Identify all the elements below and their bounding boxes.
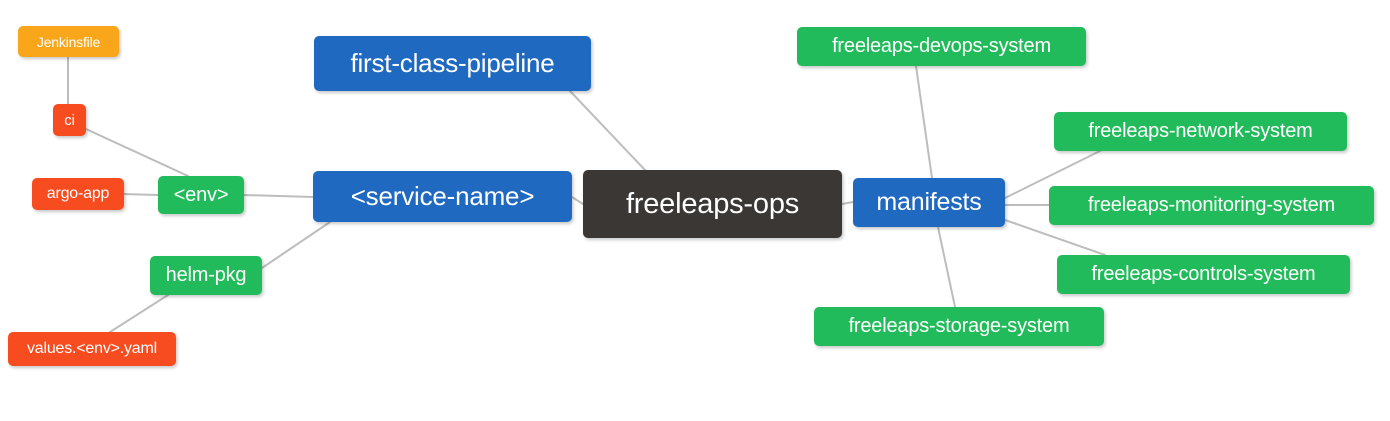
node-label-manifests: manifests <box>876 188 982 216</box>
node-label-network: freeleaps-network-system <box>1088 120 1313 142</box>
node-label-argo: argo-app <box>46 185 110 202</box>
node-ci[interactable]: ci <box>53 104 86 136</box>
node-label-values: values.<env>.yaml <box>26 340 157 357</box>
edge-root-to-pipeline <box>569 90 646 171</box>
node-label-devops: freeleaps-devops-system <box>832 35 1051 57</box>
node-pipeline[interactable]: first-class-pipeline <box>314 36 591 91</box>
edge-manifests-to-controls <box>1004 219 1106 256</box>
edge-manifests-to-devops <box>915 65 933 179</box>
edge-root-to-service <box>571 196 584 205</box>
edge-env-to-ci <box>85 128 189 177</box>
node-root[interactable]: freeleaps-ops <box>583 170 842 238</box>
node-label-root: freeleaps-ops <box>625 187 800 220</box>
node-label-jenkins: Jenkinsfile <box>36 33 101 50</box>
node-helm[interactable]: helm-pkg <box>150 256 262 295</box>
node-label-monitoring: freeleaps-monitoring-system <box>1088 194 1335 216</box>
node-label-helm: helm-pkg <box>165 264 247 286</box>
edge-root-to-manifests <box>841 201 854 205</box>
edge-manifests-to-network <box>1004 150 1101 199</box>
node-monitoring[interactable]: freeleaps-monitoring-system <box>1049 186 1374 225</box>
node-label-service: <service-name> <box>350 181 535 211</box>
node-label-ci: ci <box>64 111 75 129</box>
node-values[interactable]: values.<env>.yaml <box>8 332 176 366</box>
node-controls[interactable]: freeleaps-controls-system <box>1057 255 1350 294</box>
node-label-env: <env> <box>173 183 229 206</box>
node-label-storage: freeleaps-storage-system <box>848 315 1070 337</box>
node-label-pipeline: first-class-pipeline <box>350 48 555 78</box>
node-jenkins[interactable]: Jenkinsfile <box>18 26 119 57</box>
edge-manifests-to-storage <box>937 226 956 308</box>
edge-env-to-argo <box>123 193 159 196</box>
node-service[interactable]: <service-name> <box>313 171 572 222</box>
node-env[interactable]: <env> <box>158 176 244 214</box>
node-network[interactable]: freeleaps-network-system <box>1054 112 1347 151</box>
node-storage[interactable]: freeleaps-storage-system <box>814 307 1104 346</box>
node-argo[interactable]: argo-app <box>32 178 124 210</box>
node-label-controls: freeleaps-controls-system <box>1091 263 1316 285</box>
node-manifests[interactable]: manifests <box>853 178 1005 227</box>
node-devops[interactable]: freeleaps-devops-system <box>797 27 1086 66</box>
edge-helm-to-values <box>109 294 169 333</box>
edge-service-to-env <box>243 194 314 198</box>
edge-service-to-helm <box>261 221 331 269</box>
